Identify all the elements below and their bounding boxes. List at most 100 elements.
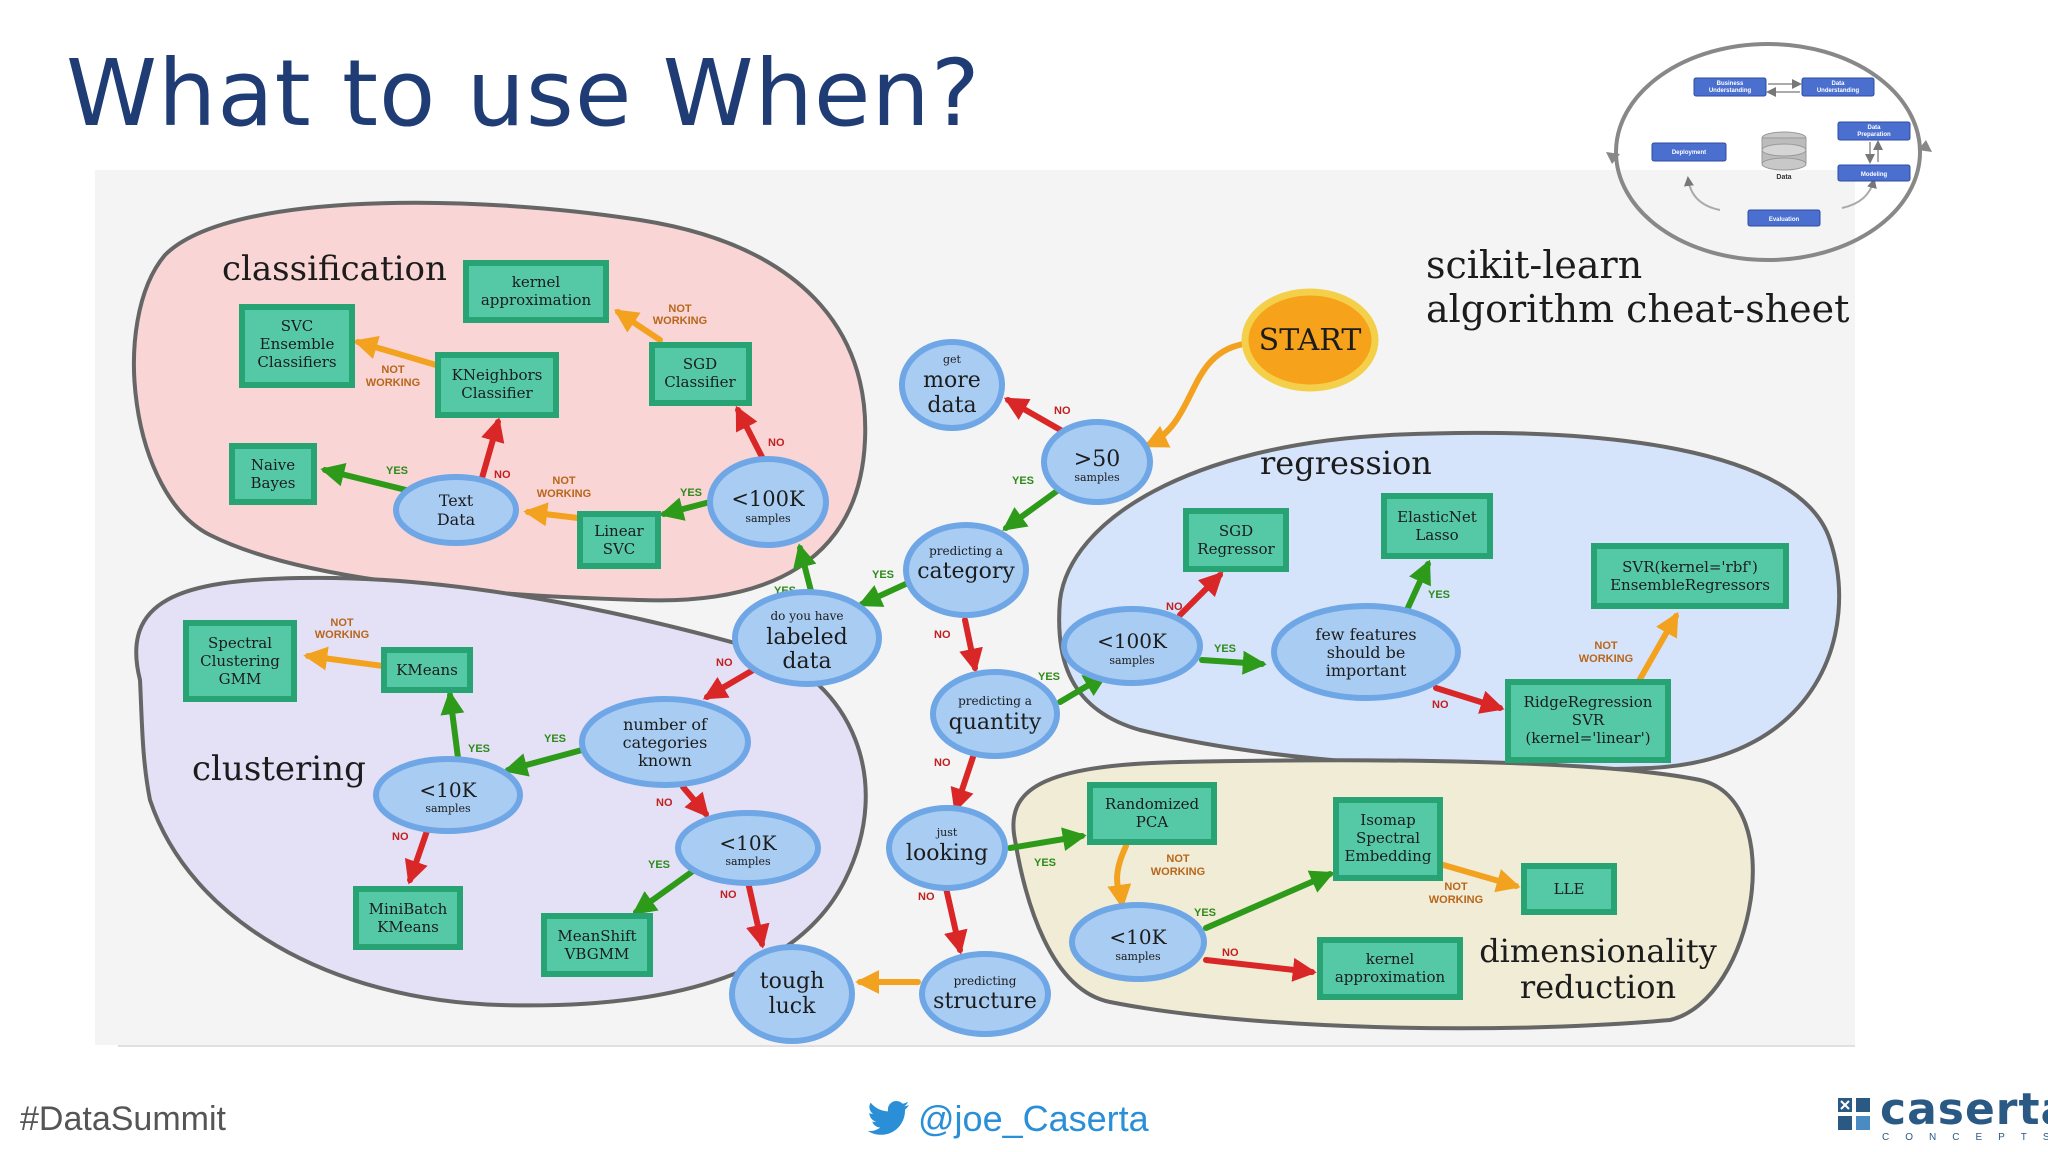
node-text: known xyxy=(638,751,692,770)
node-text: <10K xyxy=(719,831,777,855)
node-text: samples xyxy=(1074,471,1120,484)
box-text: KNeighbors xyxy=(452,366,543,384)
edge-label-no: NO xyxy=(1222,947,1239,959)
box-text: KMeans xyxy=(396,661,458,679)
edge-label-not: NOT xyxy=(330,617,354,629)
estimator-kneighbors xyxy=(435,352,559,418)
edge-label-no: NO xyxy=(1432,699,1449,711)
caserta-logo-subtext: CONCEPTS xyxy=(1882,1132,2048,1143)
box-text: Clustering xyxy=(200,652,280,670)
box-text: MiniBatch xyxy=(369,900,448,918)
box-text: approximation xyxy=(1335,968,1446,986)
crisp-dm-inner-arrow xyxy=(1683,176,1721,211)
node-text: number of xyxy=(623,715,708,734)
node-text: >50 xyxy=(1074,447,1120,472)
node-text: <100K xyxy=(1097,629,1168,653)
box-text: Linear xyxy=(594,522,644,540)
edge-label-yes: YES xyxy=(1194,907,1216,919)
cheat-sheet-title-line1: scikit-learn xyxy=(1426,243,1642,287)
dimensionality-label: dimensionality xyxy=(1479,932,1717,970)
arrow-kmeans-notworking-spectral xyxy=(303,646,386,671)
arrow-features-yes-elasticnet xyxy=(1403,559,1431,615)
crisp-dm-text: Understanding xyxy=(1709,88,1752,94)
decision-node-reg-100k xyxy=(1061,606,1203,686)
twitter-bird-icon xyxy=(868,1101,909,1135)
crisp-dm-deployment xyxy=(1651,142,1727,162)
crisp-dm-text: Understanding xyxy=(1817,88,1860,94)
decision-node-predicting-category xyxy=(903,522,1029,618)
edge-label-not: NOT xyxy=(552,475,576,487)
node-text: just xyxy=(935,826,958,839)
box-text: kernel xyxy=(1366,950,1415,968)
arrow-dim10k-no-kernel xyxy=(1203,957,1317,982)
estimator-randomized-pca xyxy=(1087,782,1217,845)
arrow-10k-yes-kmeans xyxy=(440,690,465,761)
box-text: Classifiers xyxy=(257,353,336,371)
arrow-text-yes-naivebayes xyxy=(320,462,409,493)
cheat-sheet-title-line2: algorithm cheat-sheet xyxy=(1426,287,1849,331)
crisp-dm-text: Evaluation xyxy=(1769,217,1800,223)
node-text: looking xyxy=(906,841,988,866)
crisp-dm-text: Deployment xyxy=(1672,150,1706,156)
crisp-dm-cycle xyxy=(1614,42,1922,262)
edge-label-no: NO xyxy=(934,629,951,641)
arrow-dim10k-yes-isomap xyxy=(1203,870,1335,931)
arrow-100k-yes-linearsvc xyxy=(659,497,713,521)
edge-label-no: NO xyxy=(392,831,409,843)
node-text: luck xyxy=(769,994,817,1019)
decision-node-predicting-structure xyxy=(919,951,1051,1037)
clustering-label: clustering xyxy=(192,749,366,789)
crisp-dm-text: Modeling xyxy=(1861,172,1888,178)
arrow-100k-no-sgd xyxy=(735,405,765,460)
arrow-looking-no-structure xyxy=(943,885,968,955)
arrow-linearsvc-notworking-text xyxy=(523,502,581,527)
edge-label-yes: YES xyxy=(680,487,702,499)
node-text: get xyxy=(943,353,962,366)
edge-label-yes: YES xyxy=(872,569,894,581)
edge-label-not: NOT xyxy=(1166,853,1190,865)
estimator-kernel-approximation-cls xyxy=(463,260,609,323)
estimator-minibatch-kmeans xyxy=(353,886,463,950)
node-text: predicting a xyxy=(929,544,1003,558)
node-text: few features xyxy=(1315,625,1416,644)
edge-label-working: WORKING xyxy=(366,377,420,389)
twitter-handle[interactable]: @joe_Caserta xyxy=(868,1098,1149,1140)
edge-label-no: NO xyxy=(494,469,511,481)
edge-label-no: NO xyxy=(768,437,785,449)
box-text: Regressor xyxy=(1197,540,1275,558)
arrow-10kb-no-toughluck xyxy=(745,879,770,949)
estimator-naive-bayes xyxy=(229,443,317,505)
edge-label-working: WORKING xyxy=(315,629,369,641)
edge-label-working: WORKING xyxy=(1151,866,1205,878)
node-text: samples xyxy=(745,512,791,525)
box-text: Naive xyxy=(251,456,295,474)
decision-node-text-data xyxy=(393,474,519,546)
arrow-text-no-kneighbors xyxy=(479,417,505,481)
arrow-isomap-notworking-lle xyxy=(1437,861,1521,893)
box-text: approximation xyxy=(481,291,592,309)
crisp-dm-data-understanding xyxy=(1801,77,1875,97)
regression-label: regression xyxy=(1260,444,1432,482)
box-text: SVR(kernel='rbf') xyxy=(1622,558,1758,576)
estimator-elasticnet-lasso xyxy=(1381,493,1493,559)
caserta-logo-text: caserta xyxy=(1880,1084,2048,1135)
node-text: Data xyxy=(437,510,476,529)
node-text: category xyxy=(917,559,1015,584)
box-text: KMeans xyxy=(377,918,439,936)
decision-node-clu-10k-b xyxy=(675,810,821,886)
edge-label-not: NOT xyxy=(1444,881,1468,893)
estimator-lle xyxy=(1521,863,1617,915)
edge-label-not: NOT xyxy=(1594,640,1618,652)
edge-label-yes: YES xyxy=(1214,643,1236,655)
node-text: samples xyxy=(1115,950,1161,963)
edge-label-working: WORKING xyxy=(537,488,591,500)
edge-label-yes: YES xyxy=(648,859,670,871)
estimator-svc-ensemble xyxy=(239,304,355,388)
box-text: Bayes xyxy=(250,474,295,492)
node-text: structure xyxy=(933,989,1037,1014)
arrow-50-no-more-data xyxy=(1003,397,1067,435)
edge-label-no: NO xyxy=(1054,405,1071,417)
estimator-linear-svc xyxy=(577,511,661,569)
box-text: SGD xyxy=(683,355,717,373)
crisp-dm-text: Data xyxy=(1831,81,1845,87)
